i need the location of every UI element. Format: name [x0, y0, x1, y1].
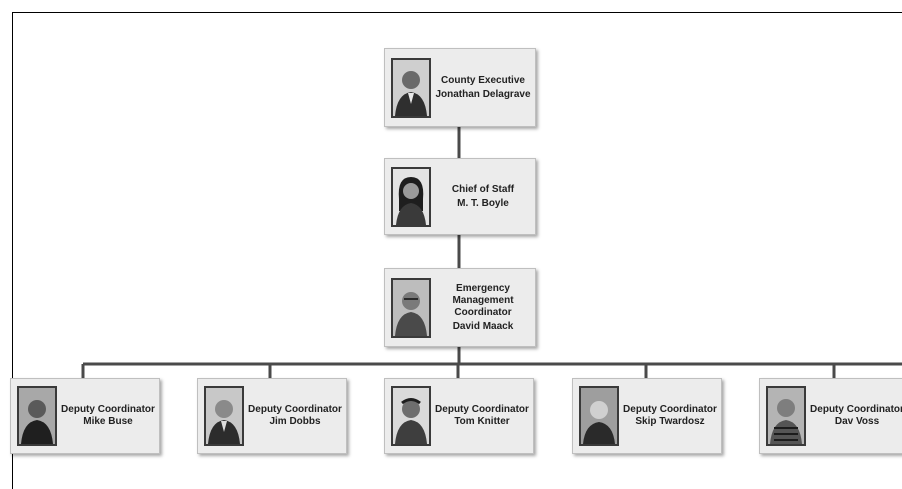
person-photo-icon	[391, 166, 431, 227]
node-label: Deputy Coordinator Skip Twardosz	[623, 404, 717, 427]
person-photo-icon	[766, 386, 806, 446]
node-title: County Executive	[441, 74, 525, 86]
node-label: Deputy Coordinator Mike Buse	[61, 404, 155, 427]
node-title: Chief of Staff	[451, 183, 515, 195]
node-label: Deputy Coordinator Tom Knitter	[435, 404, 529, 427]
node-person-name: M. T. Boyle	[457, 197, 509, 209]
node-deputy-2: Deputy Coordinator Jim Dobbs	[197, 378, 347, 454]
node-deputy-1: Deputy Coordinator Mike Buse	[10, 378, 160, 454]
person-photo-icon	[204, 386, 244, 446]
node-deputy-4: Deputy Coordinator Skip Twardosz	[572, 378, 722, 454]
node-label: Emergency Management Coordinator David M…	[431, 283, 535, 333]
node-label: Deputy Coordinator Dav Voss	[810, 404, 902, 427]
node-deputy-5: Deputy Coordinator Dav Voss	[759, 378, 902, 454]
person-photo-icon	[391, 277, 431, 338]
node-title: Emergency Management Coordinator	[452, 282, 514, 318]
node-county-executive: County Executive Jonathan Delagrave	[384, 48, 536, 127]
node-label: County Executive Jonathan Delagrave	[431, 75, 535, 101]
node-chief-of-staff: Chief of Staff M. T. Boyle	[384, 158, 536, 235]
person-photo-icon	[17, 386, 57, 446]
node-emergency-coordinator: Emergency Management Coordinator David M…	[384, 268, 536, 347]
node-person-name: Jonathan Delagrave	[435, 88, 531, 100]
node-deputy-3: Deputy Coordinator Tom Knitter	[384, 378, 534, 454]
node-label: Deputy Coordinator Jim Dobbs	[248, 404, 342, 427]
person-photo-icon	[579, 386, 619, 446]
person-photo-icon	[391, 57, 431, 118]
node-person-name: David Maack	[452, 320, 514, 332]
person-photo-icon	[391, 386, 431, 446]
node-label: Chief of Staff M. T. Boyle	[431, 184, 535, 210]
